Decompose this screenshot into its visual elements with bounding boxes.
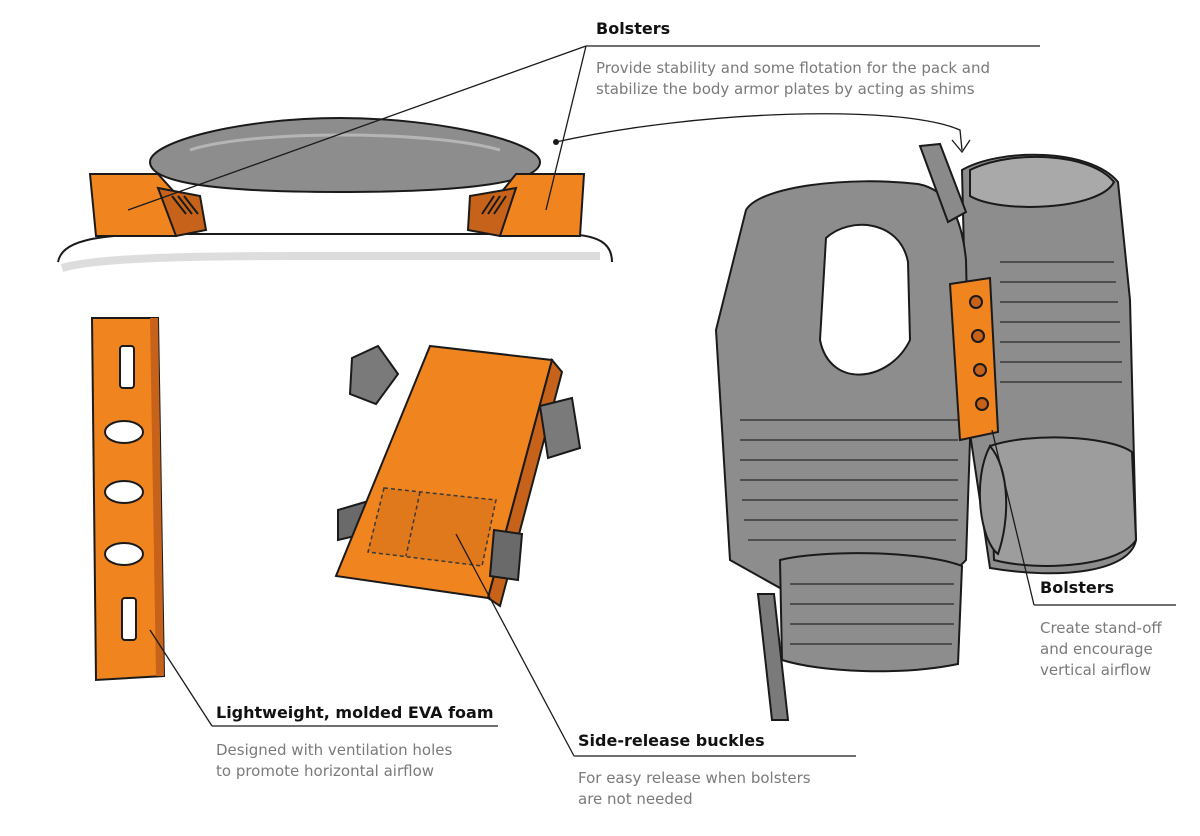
right-bolster-block	[499, 173, 586, 237]
pack-bolster-hole-3	[973, 363, 987, 377]
right-callout-desc-line1: Create stand-off	[1040, 619, 1162, 637]
left-side-release-buckle	[348, 344, 400, 406]
right-side-release-buckle	[538, 396, 582, 460]
body-surface-shadow	[60, 252, 600, 272]
vent-slot-bottom	[121, 597, 137, 641]
buckles-callout-desc-line2: are not needed	[578, 790, 693, 808]
buckles-callout-desc-line1: For easy release when bolsters	[578, 769, 811, 787]
top-leader-to-right-bolster	[545, 45, 587, 211]
curved-arrow-head	[951, 139, 971, 154]
hanging-strap	[756, 593, 790, 721]
foam-callout-desc-line2: to promote horizontal airflow	[216, 762, 435, 780]
vest-neck-opening	[818, 223, 912, 376]
foam-bolster-illustration	[90, 317, 166, 682]
buckles-callout-title: Side-release buckles	[578, 731, 765, 750]
right-callout-desc-line2: and encourage	[1040, 640, 1153, 658]
backpack-bottom-pouch	[988, 436, 1138, 567]
pack-cushion-highlight	[189, 133, 501, 152]
vent-hole-2	[104, 480, 144, 504]
left-bolster-block	[88, 173, 177, 237]
backpack-molle-webbing	[1000, 261, 1122, 383]
top-leader-to-left-bolster	[127, 45, 587, 211]
vest-cummerbund	[778, 552, 964, 673]
curved-arrow-to-pack-bolster	[555, 113, 963, 151]
top-callout-title: Bolsters	[596, 19, 671, 38]
left-bolster-riser	[156, 186, 208, 238]
stitched-pocket	[367, 487, 497, 567]
stitched-pocket-divider	[405, 491, 421, 557]
curved-arrow-origin-dot	[553, 139, 559, 145]
pack-bolster-hole-4	[975, 397, 989, 411]
foam-callout-desc-line1: Designed with ventilation holes	[216, 741, 453, 759]
pack-cushion	[148, 116, 542, 194]
pack-bolster-hole-2	[971, 329, 985, 343]
right-callout-desc-line3: vertical airflow	[1040, 661, 1152, 679]
vest-molle-webbing	[740, 419, 958, 541]
top-callout-desc-line2: stabilize the body armor plates by actin…	[596, 80, 975, 98]
top-cross-section-illustration	[57, 116, 613, 272]
right-leader-to-bolster	[991, 429, 1035, 606]
foam-leader-to-bolster	[149, 629, 213, 727]
left-bolster-vents	[171, 195, 199, 215]
foam-bolster-edge	[150, 318, 164, 676]
vest-and-pack-illustration	[714, 142, 1138, 721]
buckled-bolster-illustration	[334, 344, 582, 608]
foam-callout-title: Lightweight, molded EVA foam	[216, 703, 494, 722]
leader-lines	[127, 45, 1176, 757]
backpack-lid	[969, 155, 1116, 208]
buckles-leader-to-bolster	[455, 533, 575, 757]
right-callout-title: Bolsters	[1040, 578, 1115, 597]
pack-bolster-hole-1	[969, 295, 983, 309]
vent-hole-3	[104, 542, 144, 566]
right-strap	[488, 528, 524, 582]
vent-slot-top	[119, 345, 135, 389]
vent-hole-1	[104, 420, 144, 444]
top-callout-desc-line1: Provide stability and some flotation for…	[596, 59, 990, 77]
pack-shoulder-strap	[918, 142, 968, 224]
right-bolster-vents	[481, 195, 507, 215]
cummerbund-webbing	[790, 583, 954, 645]
